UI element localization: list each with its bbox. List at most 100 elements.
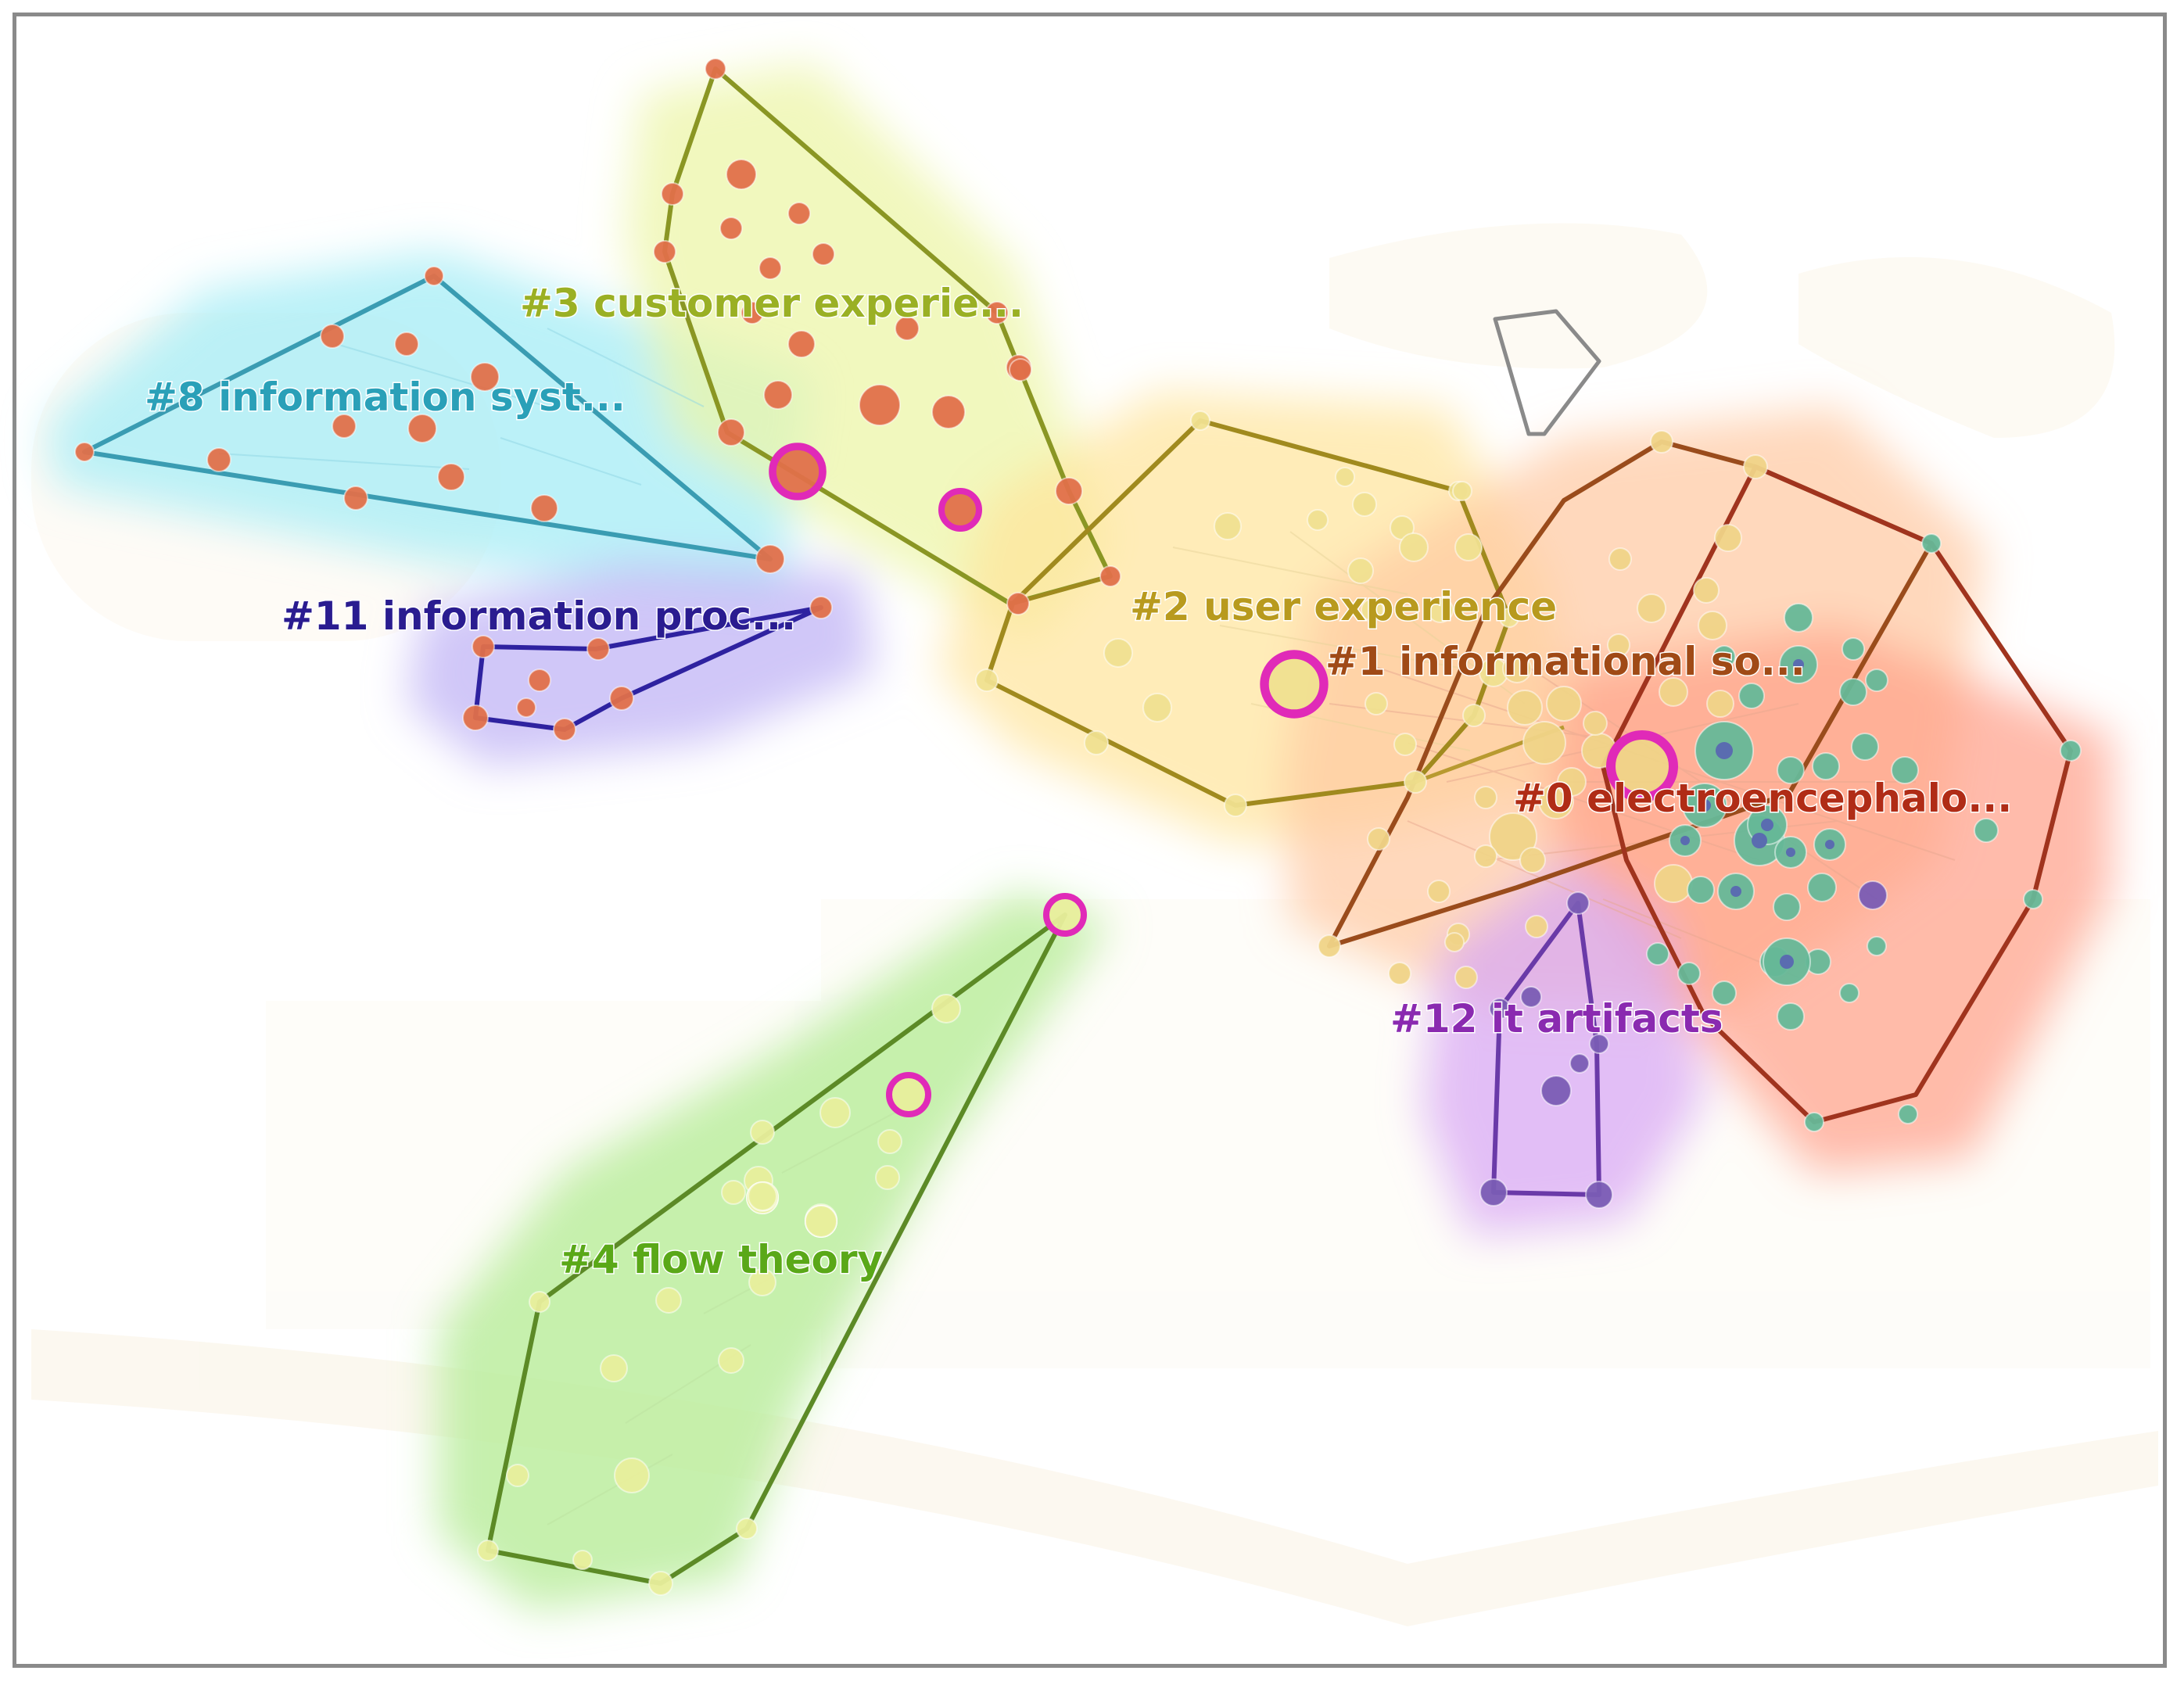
hull-cluster-8 (82, 274, 773, 561)
node-c8 (755, 544, 785, 574)
node-c4-burst (1043, 893, 1087, 937)
node-c1 (1650, 430, 1673, 454)
node-c2 (1335, 467, 1355, 487)
node-c1 (1507, 690, 1543, 726)
node-c8 (530, 494, 558, 522)
node-c1 (1608, 547, 1632, 571)
node-c1 (1557, 767, 1587, 797)
node-c0 (1777, 756, 1805, 784)
node-c4 (648, 1571, 673, 1596)
node-c2 (1142, 693, 1172, 722)
node-c4 (655, 1287, 682, 1314)
halo-cluster-4 (438, 891, 1110, 1611)
node-c0 (1646, 942, 1669, 966)
node-c3 (726, 159, 757, 190)
node-c0 (1712, 645, 1736, 669)
node-c2 (1499, 608, 1519, 628)
node-c2 (1427, 597, 1454, 623)
cluster-label-4: #4 flow theory (559, 1237, 883, 1282)
node-c2 (1399, 532, 1429, 562)
node-c4 (931, 994, 961, 1024)
node-c8 (343, 486, 368, 511)
node-c8 (470, 362, 500, 392)
node-c8 (394, 332, 419, 357)
node-c12 (1858, 880, 1888, 910)
cluster-label-8: #8 information syst... (145, 375, 626, 420)
node-c4 (721, 1180, 746, 1205)
node-c1 (1654, 864, 1693, 903)
node-c1 (1318, 934, 1341, 958)
node-c0 (1842, 637, 1865, 661)
node-c8 (424, 266, 444, 286)
node-c4 (506, 1464, 529, 1487)
cluster-label-0: #0 electroencephalo... (1513, 776, 2012, 821)
node-c3-burst (769, 443, 827, 500)
node-c8 (809, 596, 833, 619)
network-nodes (74, 58, 2082, 1596)
node-c1 (1706, 690, 1734, 718)
node-c1 (1454, 966, 1478, 989)
node-c0 (1921, 533, 1942, 554)
node-c0 (1784, 603, 1813, 633)
node-c3 (705, 58, 726, 80)
node-c2 (1454, 533, 1483, 561)
node-c0 (1851, 733, 1879, 761)
node-c3 (758, 256, 782, 280)
node-c2 (1404, 770, 1427, 794)
node-c3 (719, 217, 743, 240)
node-core (1752, 833, 1767, 848)
node-c4 (529, 1291, 550, 1313)
node-c4 (614, 1457, 650, 1493)
node-c1 (1583, 711, 1608, 736)
node-c2 (1307, 509, 1329, 531)
node-core (1786, 848, 1795, 857)
node-c3 (985, 301, 1009, 324)
node-c0 (1974, 818, 1999, 843)
node-c1 (1388, 962, 1411, 985)
node-c3 (661, 182, 684, 206)
node-c3 (812, 242, 835, 266)
node-c2 (1347, 557, 1374, 584)
node-c11 (516, 697, 536, 718)
node-c1 (1502, 654, 1532, 683)
cluster-labels: #8 information syst... #3 customer exper… (144, 280, 2014, 1284)
node-c0 (1839, 983, 1859, 1003)
node-c0 (1738, 683, 1765, 709)
node-c4 (748, 1268, 776, 1296)
node-c3 (787, 330, 816, 358)
node-c12 (1585, 1181, 1613, 1209)
node-c12 (1589, 1034, 1609, 1054)
node-core (1793, 659, 1804, 670)
node-c4 (805, 1205, 837, 1238)
cluster-label-12: #12 it artifacts (1390, 996, 1723, 1041)
node-c4 (600, 1354, 628, 1382)
node-c12 (1489, 998, 1511, 1020)
node-c0 (1891, 756, 1919, 784)
node-c1 (1698, 611, 1727, 640)
node-c0 (1898, 1104, 1918, 1124)
node-c0 (2060, 740, 2082, 762)
node-c4 (718, 1347, 744, 1374)
node-c1 (1474, 844, 1497, 868)
node-c2 (1393, 733, 1417, 756)
node-c12 (1566, 891, 1590, 915)
node-c1 (1546, 686, 1582, 722)
node-c1 (1714, 524, 1742, 552)
node-core (1761, 819, 1773, 831)
node-c0 (1812, 752, 1840, 780)
node-c1 (1444, 932, 1465, 952)
node-c0 (1807, 873, 1837, 902)
node-c1 (1427, 880, 1451, 903)
node-c8 (332, 414, 357, 439)
node-c3 (717, 418, 745, 446)
node-c2 (1361, 598, 1384, 622)
node-core (1825, 840, 1834, 849)
node-c1-burst (1606, 730, 1678, 802)
node-c8 (320, 324, 345, 349)
node-c3 (859, 384, 901, 426)
node-c0 (1677, 962, 1701, 985)
node-c0 (1712, 981, 1737, 1006)
node-c4 (748, 1181, 777, 1211)
node-c2 (1462, 704, 1486, 727)
